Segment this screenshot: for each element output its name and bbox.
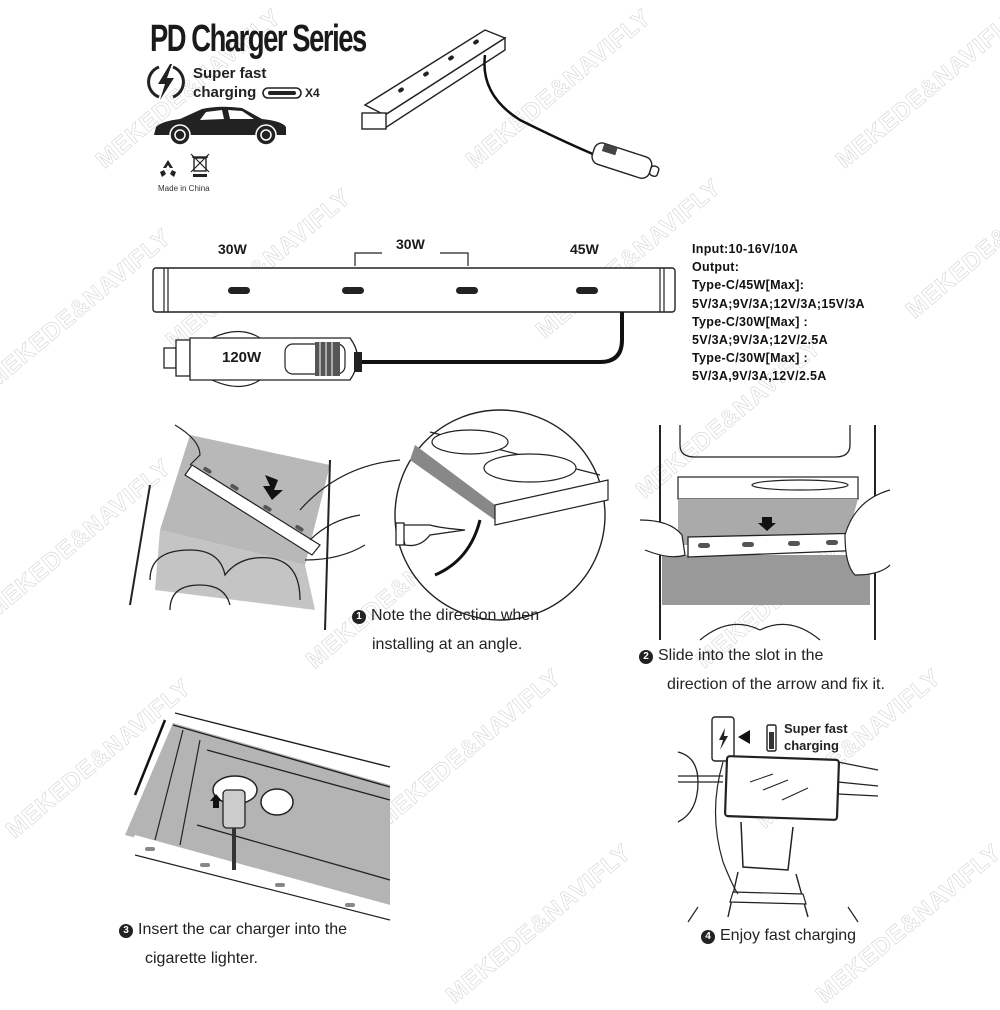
charging-label: charging [193, 84, 257, 101]
charger-product-illustration [361, 29, 660, 179]
spec-line: Input:10-16V/10A [692, 242, 799, 256]
step-number-badge: 4 [701, 930, 715, 944]
step-3-text-line2: cigarette lighter. [145, 950, 258, 967]
watermark: MEKEDE&NAVIFLY [441, 838, 637, 1009]
weee-bin-icon [190, 153, 210, 177]
spec-line: 5V/3A;9V/3A;12V/3A;15V/3A [692, 296, 865, 311]
spec-line: Output: [692, 260, 740, 275]
spec-line: Type-C/45W[Max]: [692, 278, 805, 293]
step3-illustration [125, 712, 391, 921]
spec-line: Type-C/30W[Max] : [692, 351, 808, 366]
usb-c-port-icon [262, 87, 302, 99]
step-2-text-line2: direction of the arrow and fix it. [667, 676, 885, 693]
step-1-text-line2: installing at an angle. [372, 636, 523, 653]
car-icon [154, 106, 286, 146]
port-label-3: 45W [570, 241, 599, 257]
step1-illustration [129, 409, 609, 631]
charger-bar-diagram [152, 252, 676, 388]
port-count: X4 [305, 86, 320, 100]
step2-illustration [639, 425, 891, 641]
page-title: PD Charger Series [150, 18, 367, 60]
watermark: MEKEDE&NAVIFLY [371, 663, 567, 834]
watermark: MEKEDE&NAVIFLY [901, 153, 1000, 324]
spec-line: 5V/3A,9V/3A,12V/2.5A [692, 369, 827, 384]
callout-super-fast: Super fast [784, 721, 848, 736]
step-number-badge: 1 [352, 610, 366, 624]
spec-line: Type-C/30W[Max] : [692, 314, 808, 329]
lightning-bolt-icon [147, 64, 185, 100]
step4-illustration [677, 716, 879, 923]
step-number-badge: 2 [639, 650, 653, 664]
spec-list: Input:10-16V/10A Output: Type-C/45W[Max]… [692, 240, 865, 386]
made-in-china: Made in China [158, 184, 210, 193]
spec-line: 5V/3A;9V/3A;12V/2.5A [692, 333, 828, 348]
watermark: MEKEDE&NAVIFLY [831, 3, 1000, 174]
super-fast-label: Super fast [193, 65, 267, 82]
recycle-icon [160, 160, 176, 177]
port-label-1: 30W [218, 241, 247, 257]
callout-charging: charging [784, 738, 839, 753]
step-number-badge: 3 [119, 924, 133, 938]
plug-wattage-label: 120W [222, 349, 262, 366]
port-label-2: 30W [396, 236, 425, 252]
